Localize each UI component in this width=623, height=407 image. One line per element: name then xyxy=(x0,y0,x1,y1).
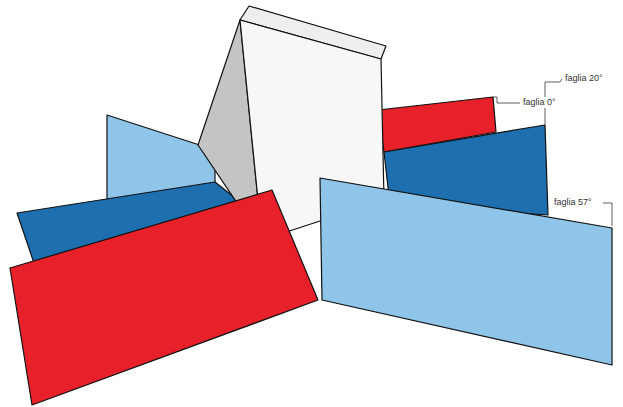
leader-line xyxy=(603,203,612,226)
leader-line xyxy=(493,97,520,103)
fault-label: faglia 57° xyxy=(553,197,593,208)
light-blue-fault-front xyxy=(320,178,612,365)
fault-label: faglia 0° xyxy=(522,97,557,108)
fault-label: faglia 20° xyxy=(564,73,604,84)
red-fault-front xyxy=(10,190,318,405)
